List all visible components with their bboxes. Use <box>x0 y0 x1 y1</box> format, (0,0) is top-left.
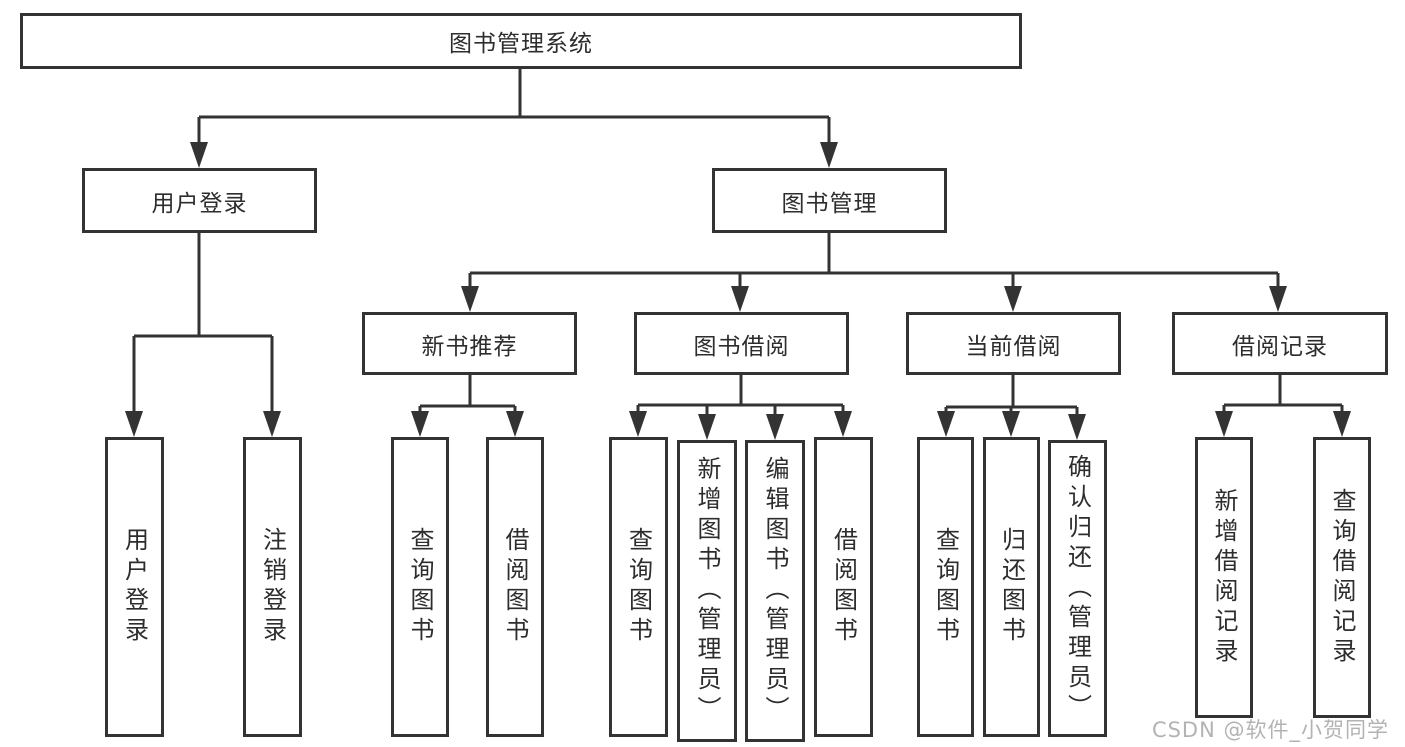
node-borrow-records: 借阅记录 <box>1172 312 1388 375</box>
leaf-confirm-return-admin-label: 确认归还（管理员） <box>1063 453 1092 724</box>
leaf-edit-books-admin-label: 编辑图书（管理员） <box>761 456 789 726</box>
leaf-add-borrow-record: 新增借阅记录 <box>1195 437 1253 718</box>
csdn-watermark: CSDN @软件_小贺同学 <box>1151 718 1389 742</box>
node-root: 图书管理系统 <box>20 13 1022 69</box>
leaf-query-borrow-record-label: 查询借阅记录 <box>1328 487 1356 668</box>
leaf-query-books-recommend-label: 查询图书 <box>406 527 434 647</box>
node-new-book-recommend-label: 新书推荐 <box>421 333 518 360</box>
leaf-borrow-books-recommend-label: 借阅图书 <box>501 527 529 647</box>
node-user-login-label: 用户登录 <box>151 190 248 217</box>
leaf-borrow-books-recommend: 借阅图书 <box>486 437 544 737</box>
leaf-query-books-borrow-label: 查询图书 <box>624 527 653 647</box>
leaf-return-books-label: 归还图书 <box>997 527 1026 647</box>
node-new-book-recommend: 新书推荐 <box>362 312 577 375</box>
leaf-user-login: 用户登录 <box>105 437 164 737</box>
leaf-query-borrow-record: 查询借阅记录 <box>1313 437 1371 718</box>
leaf-confirm-return-admin: 确认归还（管理员） <box>1048 440 1107 737</box>
node-current-borrow: 当前借阅 <box>906 312 1121 375</box>
connector-book-management-children <box>461 233 1287 312</box>
connector-root-to-level2 <box>190 69 838 168</box>
node-book-borrow-label: 图书借阅 <box>693 333 790 360</box>
node-book-borrow: 图书借阅 <box>634 312 849 375</box>
connector-borrow-records-children <box>1215 375 1351 437</box>
node-current-borrow-label: 当前借阅 <box>965 333 1062 360</box>
leaf-add-borrow-record-label: 新增借阅记录 <box>1210 487 1238 668</box>
node-user-login: 用户登录 <box>82 168 317 233</box>
node-root-label: 图书管理系统 <box>449 31 593 57</box>
node-borrow-records-label: 借阅记录 <box>1232 333 1328 360</box>
leaf-user-login-label: 用户登录 <box>120 527 149 647</box>
leaf-borrow-books: 借阅图书 <box>814 437 873 737</box>
leaf-return-books: 归还图书 <box>983 437 1040 737</box>
leaf-query-books-current-label: 查询图书 <box>931 527 960 647</box>
leaf-query-books-recommend: 查询图书 <box>391 437 449 737</box>
connector-new-book-children <box>411 375 524 437</box>
leaf-add-books-admin-label: 新增图书（管理员） <box>693 456 721 726</box>
leaf-logout-label: 注销登录 <box>258 527 287 647</box>
leaf-query-books-current: 查询图书 <box>917 437 974 737</box>
node-book-management: 图书管理 <box>712 168 947 233</box>
leaf-edit-books-admin: 编辑图书（管理员） <box>745 440 805 742</box>
leaf-add-books-admin: 新增图书（管理员） <box>677 440 737 742</box>
connector-user-login-children <box>125 233 281 437</box>
leaf-logout: 注销登录 <box>243 437 302 737</box>
leaf-query-books-borrow: 查询图书 <box>609 437 668 737</box>
leaf-borrow-books-label: 借阅图书 <box>829 527 858 647</box>
node-book-management-label: 图书管理 <box>781 190 878 217</box>
connector-book-borrow-children <box>629 375 852 440</box>
connector-current-borrow-children <box>937 375 1086 440</box>
